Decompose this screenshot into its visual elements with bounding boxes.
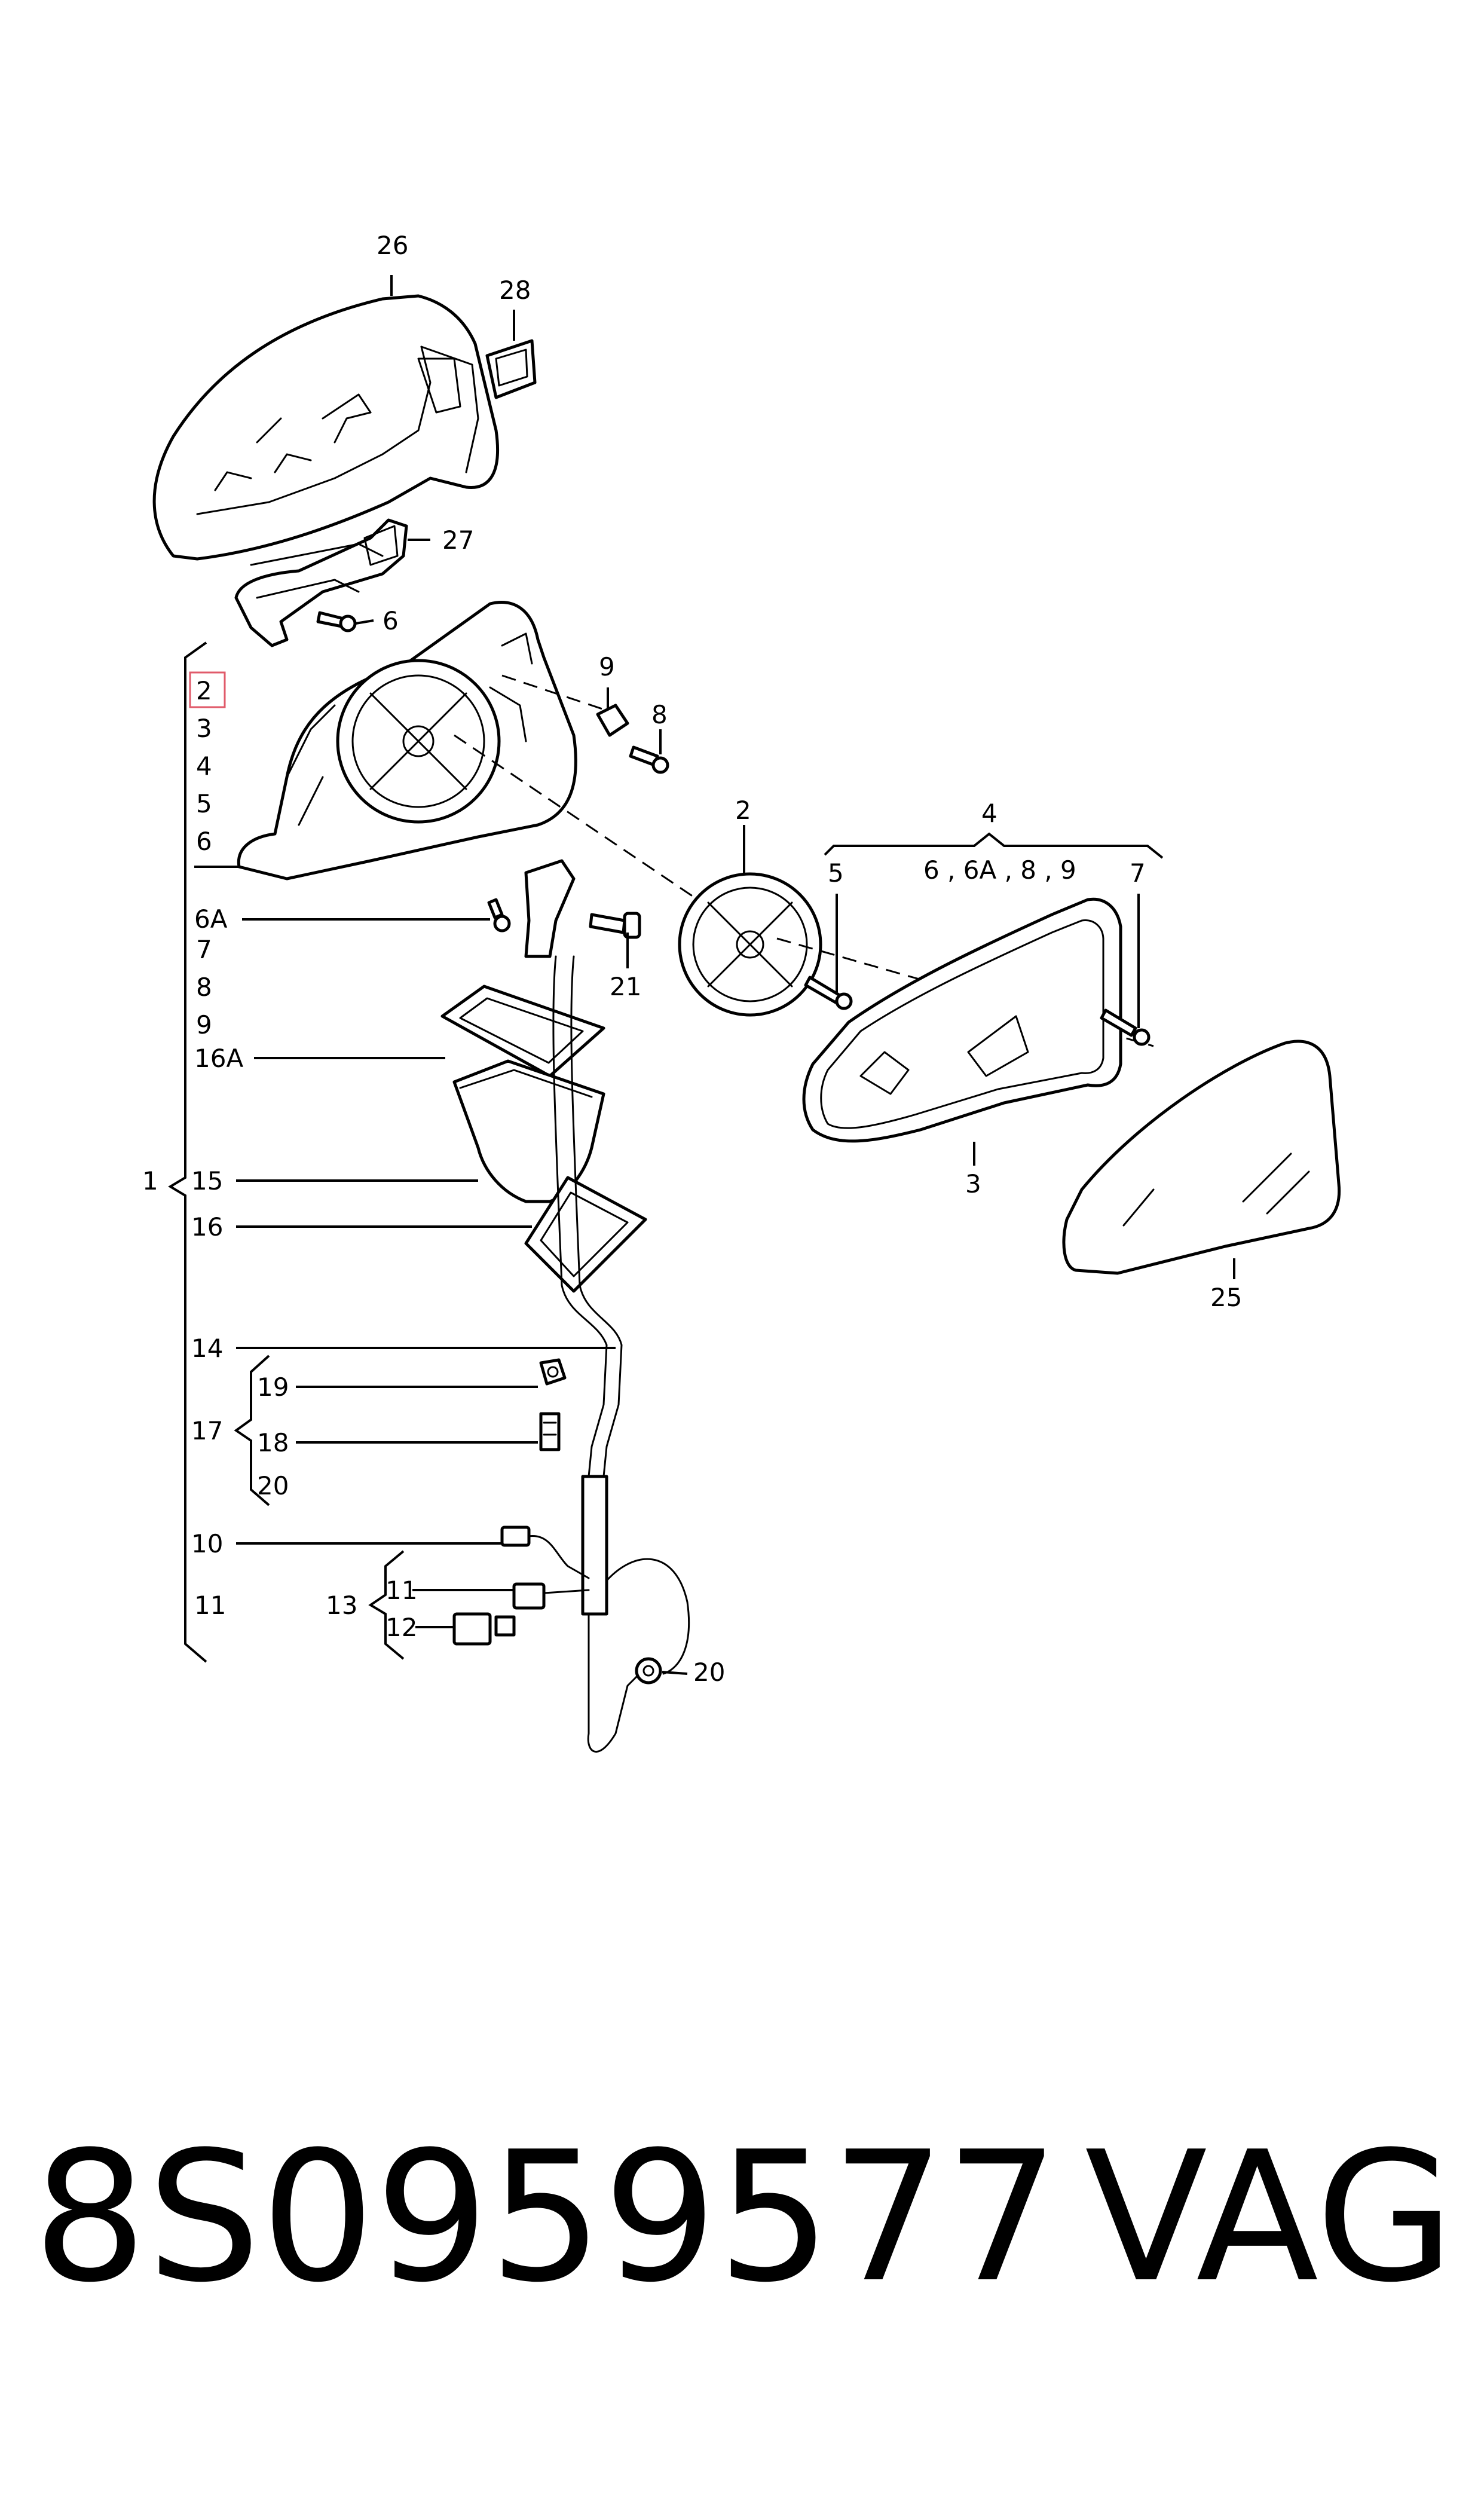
callout-28: 28 bbox=[499, 276, 531, 305]
list-item: 10 bbox=[191, 1529, 223, 1558]
callout-27: 27 bbox=[442, 525, 474, 555]
list-item: 12 bbox=[385, 1613, 417, 1642]
fastener-part-9 bbox=[596, 704, 629, 737]
bolt-part-21 bbox=[589, 912, 641, 939]
manufacturer: VAG bbox=[1085, 2113, 1455, 2322]
callout-2-mid: 2 bbox=[735, 796, 751, 825]
screw-part-7 bbox=[1100, 1008, 1151, 1046]
list-item: 3 bbox=[196, 714, 212, 743]
mirror-housing-body bbox=[237, 601, 577, 881]
list-group-1-label: 1 bbox=[142, 1166, 158, 1196]
footer: 8S0959577 VAG bbox=[0, 2128, 1484, 2391]
list-item: 8 bbox=[196, 973, 212, 1002]
assembly-axis-line-2 bbox=[501, 674, 610, 713]
callout-4-subparts: 6 , 6A , 8 , 9 bbox=[923, 855, 1076, 885]
screw-part-5 bbox=[804, 976, 853, 1010]
part-number: 8S0959577 bbox=[33, 2113, 1060, 2322]
callout-21: 21 bbox=[610, 972, 641, 1001]
list-item: 7 bbox=[196, 935, 212, 964]
callout-8: 8 bbox=[651, 700, 668, 729]
list-group-17-label: 17 bbox=[191, 1416, 223, 1445]
callout-9: 9 bbox=[599, 652, 615, 681]
cable-part-14-b bbox=[570, 955, 690, 1675]
callout-6-top: 6 bbox=[383, 606, 399, 635]
callout-7: 7 bbox=[1130, 858, 1146, 888]
list-item: 18 bbox=[257, 1428, 289, 1457]
clip-part-28 bbox=[485, 339, 537, 399]
screw-part-6A bbox=[487, 898, 511, 933]
list-item: 14 bbox=[191, 1334, 223, 1363]
signal-bracket-part-27 bbox=[234, 518, 408, 647]
grommet-part-20 bbox=[635, 1657, 662, 1685]
connector-part-10 bbox=[500, 1526, 590, 1579]
mirror-cap-part-26 bbox=[152, 294, 500, 561]
glass-carrier-part-3 bbox=[802, 897, 1122, 1143]
connector-part-11 bbox=[512, 1582, 590, 1610]
clip-part-19 bbox=[539, 1358, 567, 1386]
gasket-part-16A bbox=[440, 985, 605, 1078]
list-item: 15 bbox=[191, 1166, 223, 1196]
screw-part-6 bbox=[316, 611, 357, 632]
cable-part-14 bbox=[552, 955, 647, 1753]
screw-part-8 bbox=[629, 745, 669, 774]
connector-part-12 bbox=[452, 1612, 516, 1646]
callout-5: 5 bbox=[828, 858, 844, 888]
list-group-13-label: 13 bbox=[326, 1591, 357, 1620]
list-item: 6 bbox=[196, 827, 212, 856]
mount-arm bbox=[524, 859, 576, 958]
mirror-glass-part-25 bbox=[1062, 1040, 1341, 1275]
list-item: 6A bbox=[194, 904, 228, 934]
cable-sleeve bbox=[581, 1475, 608, 1616]
list-item: 20 bbox=[257, 1471, 289, 1500]
gasket-part-16 bbox=[524, 1176, 647, 1293]
list-item: 4 bbox=[196, 751, 212, 781]
callout-4: 4 bbox=[981, 799, 998, 828]
list-item: 5 bbox=[196, 789, 212, 818]
list-item: 16 bbox=[191, 1212, 223, 1242]
list-item: 2 bbox=[196, 676, 212, 705]
adjuster-plate-part-2 bbox=[678, 872, 822, 1017]
list-item: 16A bbox=[194, 1044, 243, 1073]
callout-3-glass: 3 bbox=[965, 1169, 981, 1199]
callout-20-bottom: 20 bbox=[693, 1658, 725, 1687]
list-item: 11 bbox=[385, 1576, 417, 1605]
callout-25: 25 bbox=[1210, 1283, 1242, 1312]
leader-lines bbox=[168, 275, 1235, 1675]
list-item: 11 bbox=[194, 1591, 226, 1620]
list-item: 9 bbox=[196, 1010, 212, 1040]
callout-26: 26 bbox=[377, 231, 408, 260]
clip-part-18 bbox=[539, 1412, 561, 1451]
base-cover-part-15 bbox=[452, 1059, 605, 1203]
list-item: 19 bbox=[257, 1372, 289, 1402]
assembly-axis-line bbox=[454, 734, 694, 898]
